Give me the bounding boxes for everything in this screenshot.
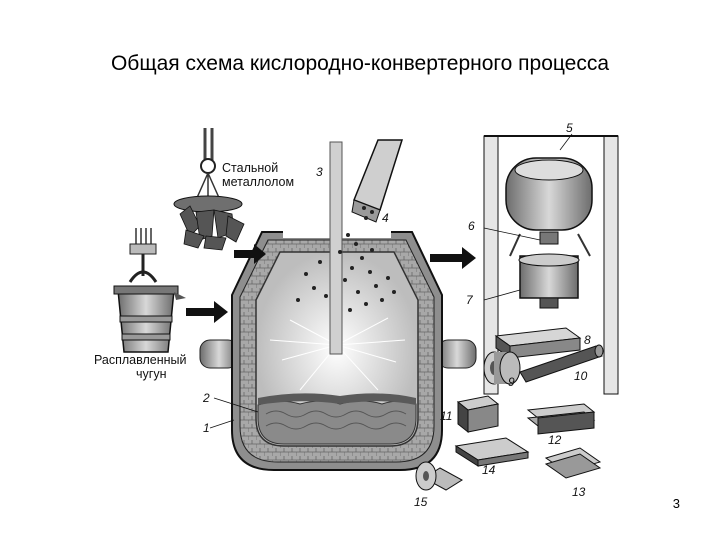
label-3: 3: [316, 165, 323, 179]
label-6: 6: [468, 219, 475, 233]
product-plate-14: [454, 437, 530, 467]
slide-title: Общая схема кислородно-конвертерного про…: [110, 52, 610, 75]
scrap-pile: [179, 205, 245, 251]
label-7: 7: [466, 293, 474, 307]
label-hot-metal-line2: чугун: [136, 367, 167, 381]
converter-vessel: [199, 141, 477, 471]
casting-stand: [483, 135, 619, 395]
oxygen-sparks: [269, 317, 406, 391]
slag-layer: [258, 393, 416, 405]
label-hot-metal-line1: Расплавленный: [94, 353, 187, 367]
label-13: 13: [572, 485, 586, 499]
label-5: 5: [566, 121, 573, 135]
flux-particles: [296, 233, 396, 312]
product-beams-12: [526, 403, 596, 435]
label-14: 14: [482, 463, 496, 477]
label-11: 11: [440, 409, 452, 423]
label-8: 8: [584, 333, 591, 347]
product-billet-11: [456, 395, 500, 434]
output-arrow: [430, 247, 476, 269]
leader-lines: [209, 133, 573, 429]
flux-chute: [351, 139, 404, 223]
flow-arrows: [186, 244, 476, 323]
right-trunnion: [437, 339, 477, 369]
label-scrap-line1: Стальной: [222, 161, 278, 175]
scrap-arrow: [234, 244, 266, 264]
hot-metal-ladle: [113, 228, 186, 353]
page-number: 3: [672, 496, 680, 511]
label-9: 9: [508, 375, 515, 389]
molten-bath: [257, 400, 417, 445]
oxygen-lance: [329, 141, 343, 355]
label-15: 15: [414, 495, 428, 509]
label-10: 10: [574, 369, 588, 383]
product-roll-15: [415, 461, 463, 491]
product-coil-9: [483, 351, 521, 385]
label-2: 2: [202, 391, 210, 405]
product-bar-10: [519, 344, 604, 383]
label-4: 4: [382, 211, 389, 225]
product-sheets-13: [544, 447, 602, 479]
hot-metal-arrow: [186, 301, 228, 323]
label-scrap-line2: металлолом: [222, 175, 294, 189]
label-1: 1: [203, 421, 210, 435]
scrap-magnet: [173, 128, 245, 251]
label-12: 12: [548, 433, 562, 447]
